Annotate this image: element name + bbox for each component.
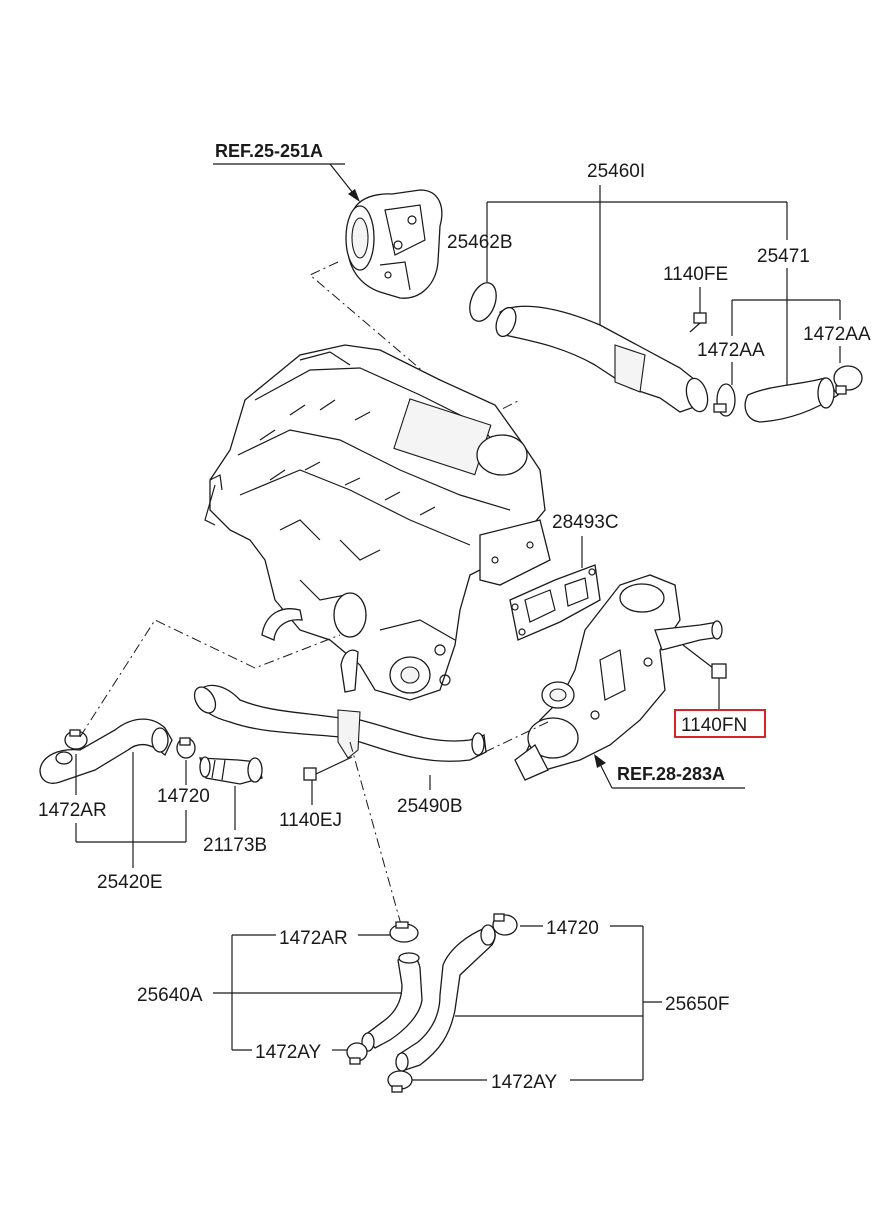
clamp-1472AR-low-drawing — [389, 921, 419, 943]
label-25460I[interactable]: 25460I — [587, 161, 645, 182]
hose-end-drawing — [817, 377, 835, 409]
label-14720-left[interactable]: 14720 — [157, 786, 210, 807]
ref-thermo-callout: REF.28-283A — [594, 754, 745, 789]
turbocharger-drawing — [345, 189, 443, 299]
turbo-leader-dashed — [309, 261, 521, 421]
clamp-14720-low-drawing — [492, 913, 518, 936]
label-25650F[interactable]: 25650F — [665, 994, 729, 1015]
group-28493C: 28493C — [552, 512, 619, 568]
hose-25420E-drawing — [39, 718, 173, 784]
bolt-1140FE-drawing — [689, 312, 707, 333]
label-1472AY-left[interactable]: 1472AY — [255, 1042, 322, 1063]
group-25650F: 14720 25650F 1472AY — [412, 918, 729, 1093]
label-1140FE[interactable]: 1140FE — [663, 264, 728, 285]
label-1140EJ[interactable]: 1140EJ — [279, 810, 342, 831]
label-1472AR-left[interactable]: 1472AR — [38, 800, 107, 821]
left-hose-leader-dashed — [79, 619, 341, 738]
label-25462B[interactable]: 25462B — [447, 232, 513, 253]
o-ring-drawing — [469, 282, 497, 322]
hose-25471-drawing — [744, 377, 839, 423]
hose-25650F-drawing — [395, 924, 496, 1072]
outlet-pipe-end-drawing — [711, 620, 723, 640]
label-25490B[interactable]: 25490B — [397, 796, 463, 817]
hose-25640A-drawing — [361, 952, 423, 1052]
ref-turbo-label[interactable]: REF.25-251A — [215, 141, 323, 161]
clamp-1472AR-left-drawing — [64, 729, 88, 750]
engine-elbow-pipe-drawing — [261, 608, 303, 641]
clamp-14720-left-drawing — [176, 737, 196, 759]
label-1472AR-low[interactable]: 1472AR — [279, 928, 348, 949]
label-1140FN[interactable]: 1140FN — [681, 715, 747, 736]
hose-25490B-drawing — [193, 649, 487, 762]
highlight-box-1140FN — [674, 709, 766, 738]
lower-right-leader-dashed — [484, 721, 549, 753]
label-25471[interactable]: 25471 — [757, 246, 810, 267]
label-28493C[interactable]: 28493C — [552, 512, 619, 533]
fitting-21173B-drawing — [199, 756, 263, 785]
label-25640A[interactable]: 25640A — [137, 985, 203, 1006]
gasket-28493C-drawing — [509, 564, 601, 641]
ref-thermo-label[interactable]: REF.28-283A — [617, 764, 725, 784]
label-14720-low[interactable]: 14720 — [546, 918, 599, 939]
thermostat-housing-drawing — [514, 574, 681, 781]
label-25420E[interactable]: 25420E — [97, 872, 163, 893]
engine-block-drawing — [204, 344, 551, 701]
group-25460I: 25460I 25462B 25471 — [447, 161, 810, 388]
group-25640A: 1472AR 25640A 1472AY — [137, 928, 402, 1063]
group-1472AA: 1472AA 1472AA — [697, 299, 871, 385]
clamp-1472AA-drawing — [713, 365, 863, 417]
label-1472AY-right[interactable]: 1472AY — [491, 1072, 558, 1093]
intercooler-pipe-drawing — [495, 305, 709, 413]
bolt-1140FN-drawing — [682, 644, 727, 710]
clamp-1472AY-left-drawing — [346, 1042, 368, 1065]
label-21173B[interactable]: 21173B — [203, 835, 267, 856]
label-1472AA-b[interactable]: 1472AA — [803, 324, 871, 345]
lower-left-leader-dashed — [349, 741, 403, 929]
bolt-1140EJ-drawing — [303, 756, 353, 781]
ref-turbo-callout: REF.25-251A — [213, 141, 360, 202]
clamp-1472AY-right-drawing — [387, 1070, 413, 1093]
label-1472AA-a[interactable]: 1472AA — [697, 340, 765, 361]
group-25420E: 1472AR 14720 21173B 25420E — [38, 752, 267, 893]
